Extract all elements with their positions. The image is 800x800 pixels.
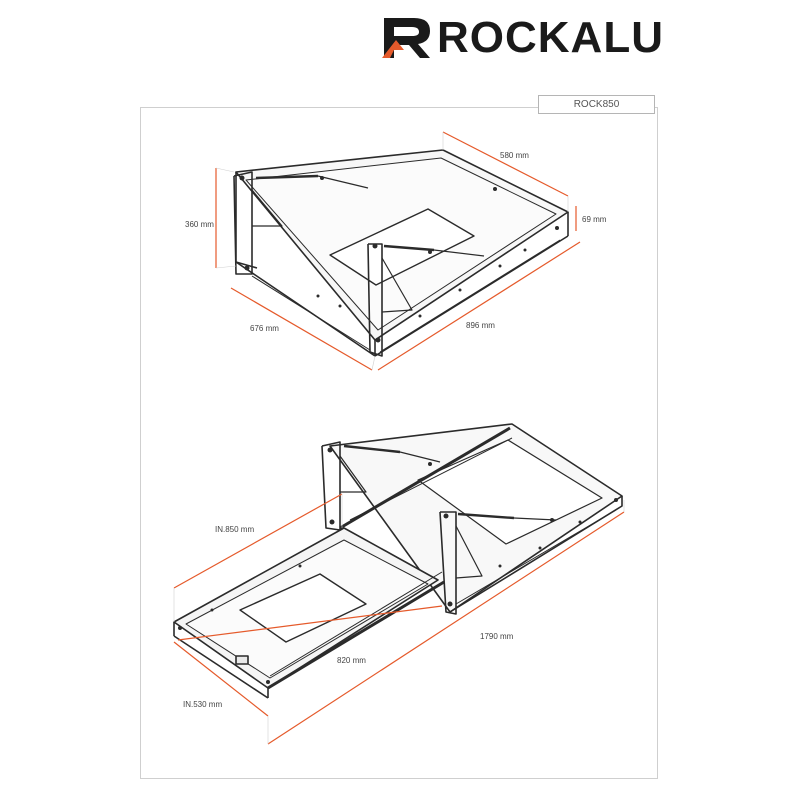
dim-label-tray-length: 820 mm <box>337 656 366 665</box>
top-view-drawer <box>233 149 569 357</box>
bottom-view-dimension-lines <box>173 493 625 745</box>
dim-label-tray-width: IN.530 mm <box>183 700 222 709</box>
brand-name: ROCKALU <box>437 13 664 62</box>
dim-label-depth: 580 mm <box>500 151 529 160</box>
top-view-dimension-lines <box>215 131 581 371</box>
brand-logo <box>380 14 665 62</box>
bottom-view-drawer <box>173 423 623 699</box>
model-label: ROCK850 <box>538 95 655 114</box>
dim-label-length: 896 mm <box>466 321 495 330</box>
dim-label-width: 676 mm <box>250 324 279 333</box>
drawing-frame <box>140 107 658 779</box>
dim-label-height: 360 mm <box>185 220 214 229</box>
dim-label-extension: IN.850 mm <box>215 525 254 534</box>
rockalu-r-mark-icon <box>382 18 430 58</box>
dim-label-frame-height: 69 mm <box>582 215 607 224</box>
dim-label-total-length: 1790 mm <box>480 632 514 641</box>
